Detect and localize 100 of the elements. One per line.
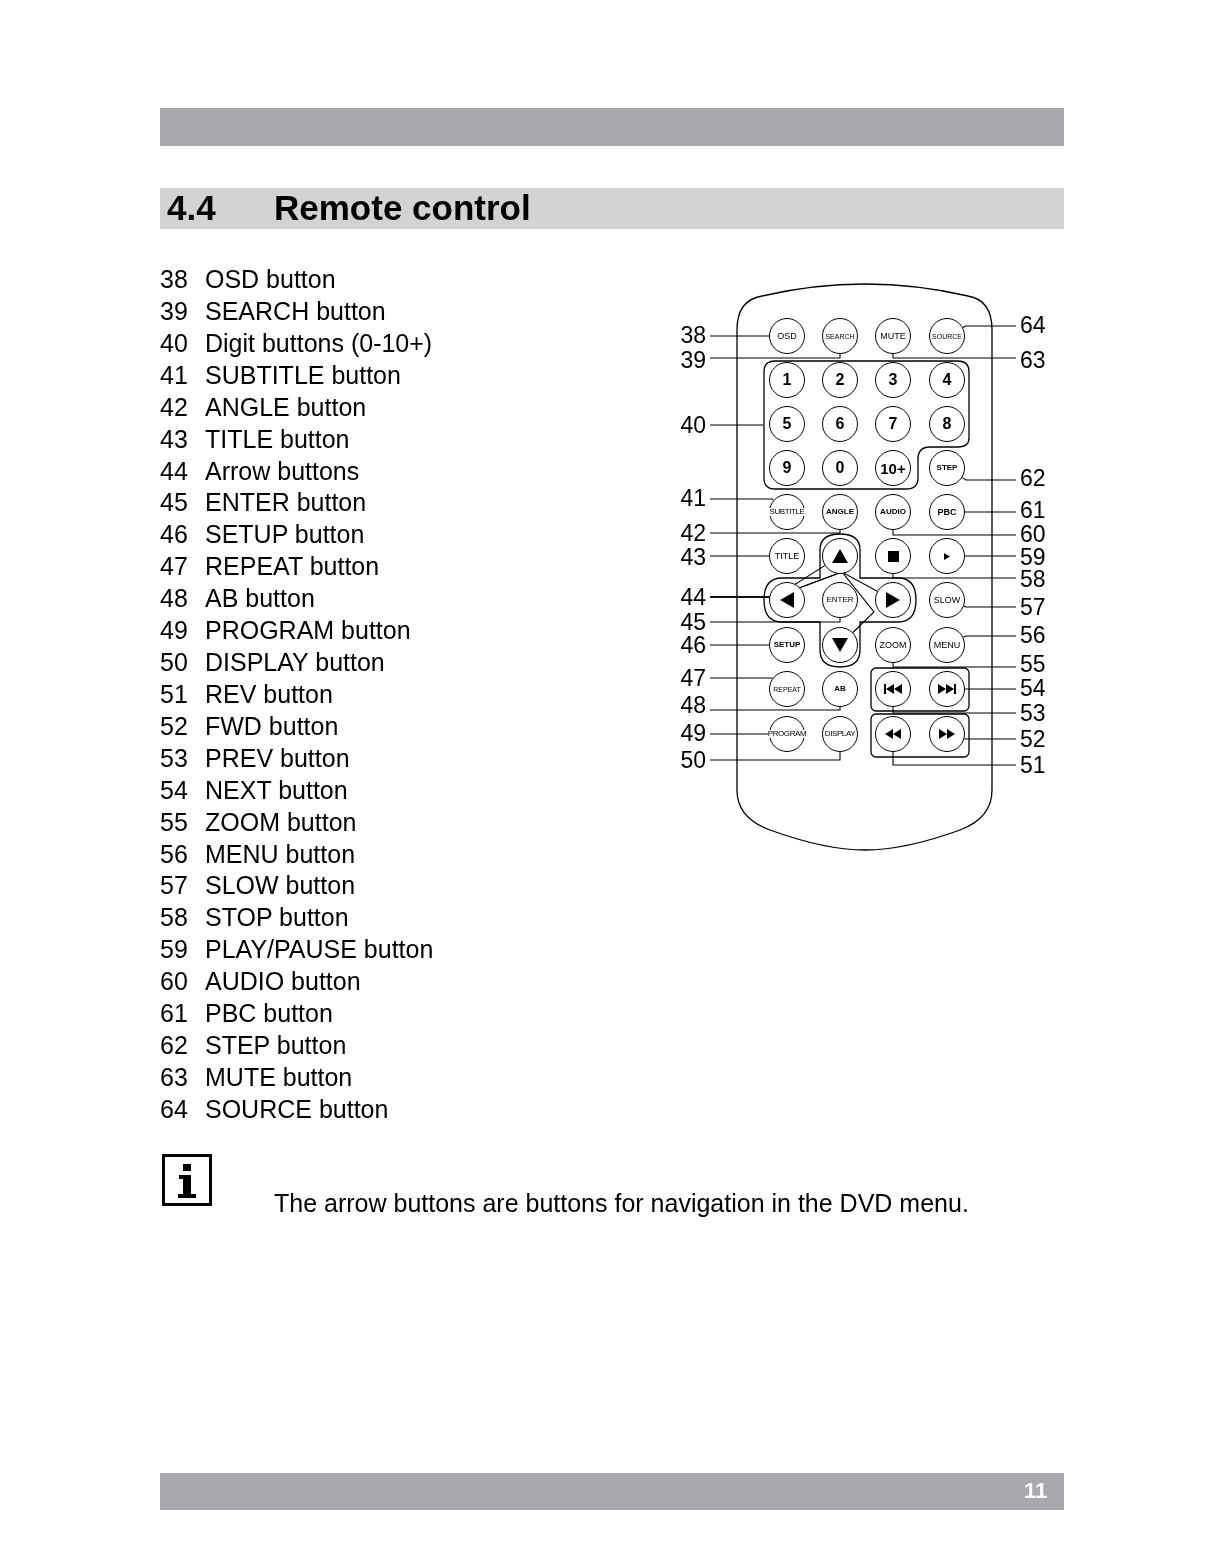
item-description: TITLE button (205, 423, 350, 454)
item-number: 39 (160, 295, 188, 326)
item-description: PLAY/PAUSE button (205, 934, 434, 965)
remote-button: ENTER (822, 582, 858, 618)
item-description: STEP button (205, 1030, 347, 1061)
remote-button: 5 (769, 406, 805, 442)
button-group-outline (763, 360, 970, 490)
remote-button: 9 (769, 450, 805, 486)
item-number: 46 (160, 519, 188, 550)
remote-button: 8 (929, 406, 965, 442)
item-number: 38 (160, 264, 188, 294)
leader-line (892, 662, 1017, 668)
leader-line (709, 353, 841, 359)
leader-line (709, 498, 774, 501)
remote-button: SUBTITLE (769, 494, 805, 530)
item-number: 64 (160, 1093, 188, 1124)
remote-button (822, 538, 858, 574)
item-description: ENTER button (205, 487, 367, 518)
item-number: 58 (160, 902, 188, 933)
leader-line (892, 529, 1017, 536)
section-title: Remote control (274, 187, 531, 229)
remote-button (929, 538, 965, 574)
page-number: 11 (1024, 1478, 1048, 1504)
item-number: 51 (160, 678, 188, 709)
item-number: 55 (160, 806, 188, 837)
item-description: SLOW button (205, 870, 356, 901)
leader-line (709, 677, 774, 679)
leader-line (961, 477, 1017, 481)
note-text: The arrow buttons are buttons for navigation in the DVD menu. (274, 1188, 969, 1218)
remote-button: PROGRAM (769, 716, 805, 752)
leader-line (709, 644, 770, 646)
leader-line (709, 733, 770, 735)
item-description: SEARCH button (205, 295, 386, 326)
item-number: 53 (160, 742, 188, 773)
remote-button: PBC (929, 494, 965, 530)
leader-line (709, 751, 841, 761)
remote-button: AB (822, 671, 858, 707)
section-number: 4.4 (167, 187, 216, 229)
remote-button: ZOOM (875, 627, 911, 663)
remote-button: 1 (769, 362, 805, 398)
remote-button: OSD (769, 318, 805, 354)
item-description: ANGLE button (205, 391, 367, 422)
item-description: AUDIO button (205, 966, 361, 997)
item-description: Arrow buttons (205, 455, 360, 486)
item-description: PROGRAM button (205, 615, 411, 646)
remote-button: 3 (875, 362, 911, 398)
remote-button: SETUP (769, 627, 805, 663)
item-number: 59 (160, 934, 188, 965)
item-number: 56 (160, 838, 188, 869)
item-description: FWD button (205, 710, 339, 741)
item-description: PREV button (205, 742, 350, 773)
item-description: MUTE button (205, 1062, 353, 1092)
leader-line (964, 688, 1017, 690)
item-description: SUBTITLE button (205, 359, 401, 390)
leader-line (964, 555, 1017, 557)
remote-button: 4 (929, 362, 965, 398)
leader-line (892, 751, 1017, 766)
item-description: REV button (205, 678, 333, 709)
remote-button: MENU (929, 627, 965, 663)
item-description: SOURCE button (205, 1093, 389, 1124)
remote-button: AUDIO (875, 494, 911, 530)
item-description: REPEAT button (205, 551, 380, 582)
remote-button: STEP (929, 450, 965, 486)
leader-line (963, 605, 1017, 608)
item-number: 43 (160, 423, 188, 454)
item-description: AB button (205, 583, 315, 614)
item-number: 45 (160, 487, 188, 518)
leader-line (892, 706, 1017, 714)
item-number: 60 (160, 966, 188, 997)
leader-line (709, 529, 841, 534)
remote-button: 6 (822, 406, 858, 442)
item-number: 63 (160, 1062, 188, 1092)
item-description: MENU button (205, 838, 356, 869)
item-number: 41 (160, 359, 188, 390)
item-number: 61 (160, 998, 188, 1029)
remote-button: ANGLE (822, 494, 858, 530)
leader-line (709, 617, 841, 623)
item-description: PBC button (205, 998, 333, 1029)
item-number: 48 (160, 583, 188, 614)
item-number: 50 (160, 647, 188, 678)
item-number: 52 (160, 710, 188, 741)
item-number: 62 (160, 1030, 188, 1061)
item-number: 42 (160, 391, 188, 422)
remote-button: DISPLAY (822, 716, 858, 752)
item-description: NEXT button (205, 774, 348, 805)
item-description: SETUP button (205, 519, 365, 550)
item-number: 49 (160, 615, 188, 646)
leader-line (892, 353, 1017, 359)
remote-button: MUTE (875, 318, 911, 354)
leader-line (962, 325, 1017, 329)
item-number: 47 (160, 551, 188, 582)
leader-line (709, 424, 764, 426)
remote-button: 2 (822, 362, 858, 398)
remote-button: TITLE (769, 538, 805, 574)
remote-button (929, 716, 965, 752)
remote-button (929, 671, 965, 707)
item-number: 57 (160, 870, 188, 901)
item-description: STOP button (205, 902, 349, 933)
remote-button: SLOW (929, 582, 965, 618)
item-number: 40 (160, 327, 188, 358)
